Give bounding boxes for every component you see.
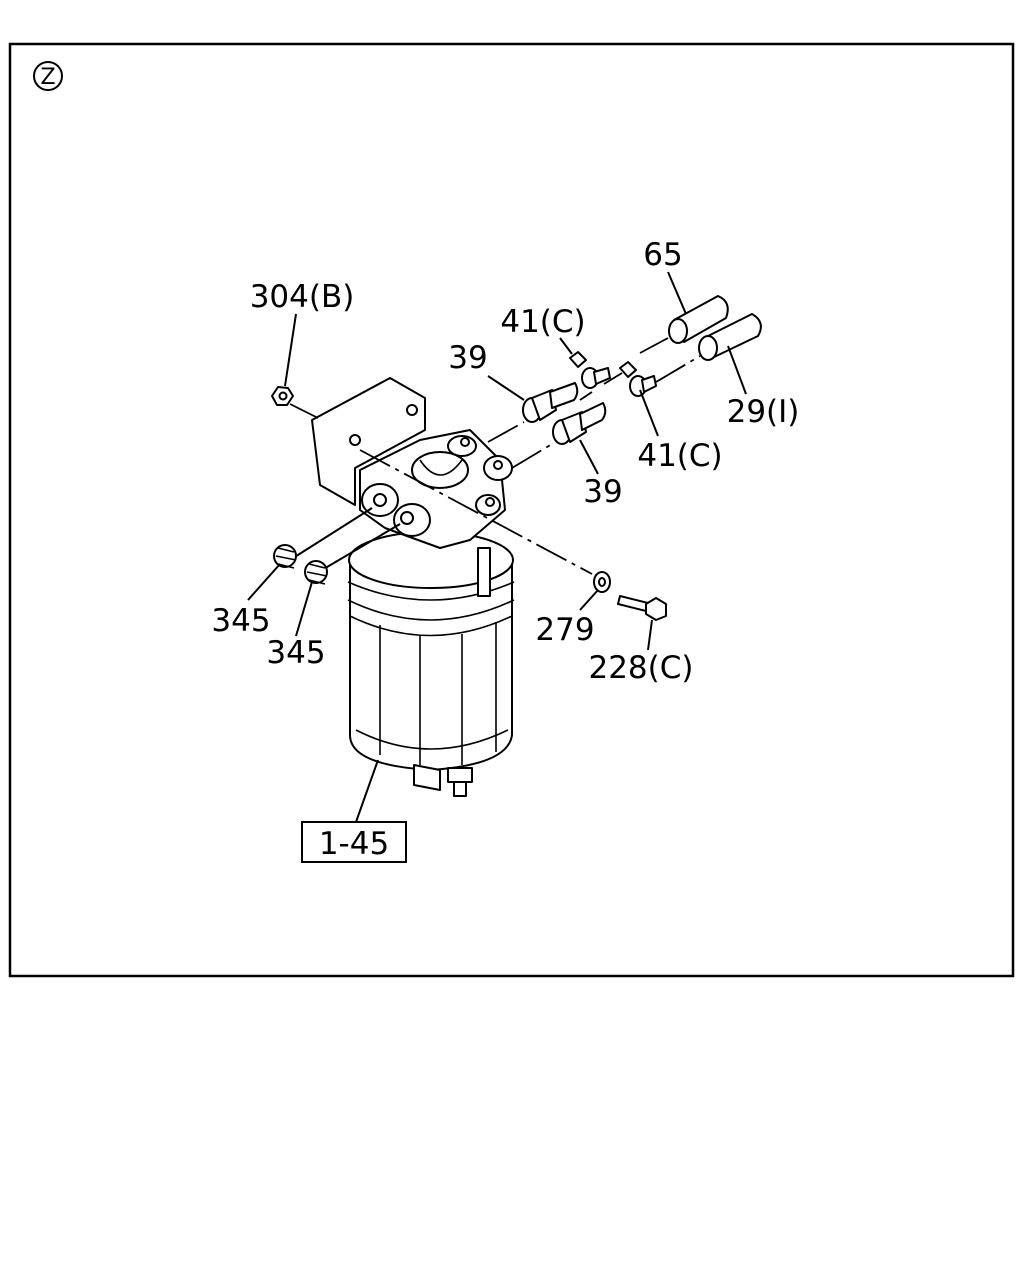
callout-279: 279	[535, 612, 594, 648]
callout-1-45: 1-45	[319, 826, 389, 862]
callout-345-b: 345	[266, 635, 325, 671]
filter-bowl	[347, 531, 515, 797]
nut-304b	[271, 386, 294, 406]
center-lines	[289, 337, 701, 575]
callout-41c-lower: 41(C)	[637, 438, 722, 474]
leader-lines	[247, 271, 747, 823]
clip-41c-upper	[569, 351, 611, 389]
callout-41c-upper: 41(C)	[500, 304, 585, 340]
callout-39-upper: 39	[448, 340, 487, 376]
callout-29i: 29(I)	[727, 394, 800, 430]
callout-39-lower: 39	[583, 474, 622, 510]
fitting-39-lower	[552, 402, 607, 445]
assembly-label-box: 1-45	[301, 821, 407, 863]
view-marker: Z	[33, 61, 63, 91]
view-marker-letter: Z	[40, 65, 55, 90]
clip-41c-lower	[619, 361, 657, 397]
hose-65	[668, 295, 729, 344]
hose-29i	[698, 313, 762, 361]
filter-head	[311, 377, 513, 549]
bolt-228c	[617, 595, 667, 621]
callout-345-a: 345	[211, 603, 270, 639]
fitting-39-upper	[522, 382, 579, 423]
spring-345-a	[273, 544, 297, 569]
diagram-frame	[8, 42, 1015, 978]
washer-279	[593, 571, 611, 593]
callout-304b: 304(B)	[250, 279, 355, 315]
callout-65: 65	[643, 237, 682, 273]
spring-345-b	[304, 560, 328, 585]
callout-228c: 228(C)	[588, 650, 693, 686]
